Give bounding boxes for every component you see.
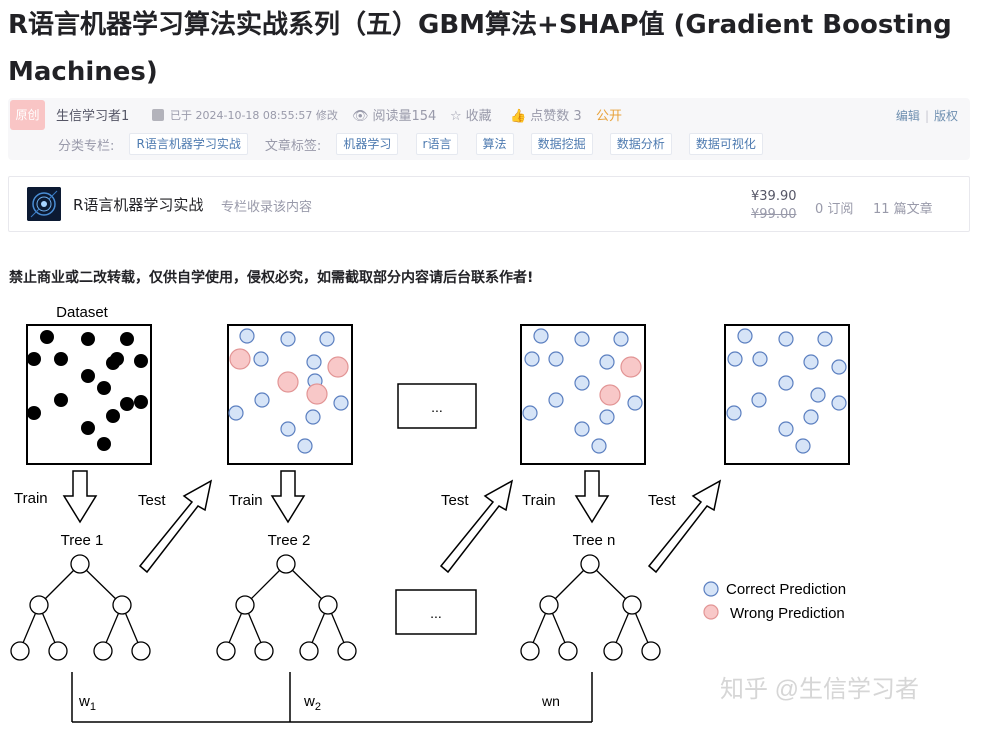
article-tag[interactable]: 机器学习 [336,133,399,155]
clock-icon [152,109,164,121]
article-tag[interactable]: 数据分析 [609,133,672,155]
column-name[interactable]: R语言机器学习实战 [73,196,204,214]
like-button[interactable]: 👍点赞数 3 [510,105,582,124]
star-icon: ☆ [450,109,462,124]
copyright-notice: 禁止商业或二改转载，仅供自学使用，侵权必究，如需截取部分内容请后台联系作者! [9,270,534,286]
tree-n [520,554,661,661]
prediction-points-3 [726,328,847,454]
column-subtitle: 专栏收录该内容 [221,200,313,215]
prediction-box-3 [724,324,850,465]
category-tags-row: 分类专栏: R语言机器学习实战 文章标签: 机器学习 r语言 算法 数据挖掘 数… [58,133,775,155]
article-title: R语言机器学习算法实战系列（五）GBM算法+SHAP值 (Gradient Bo… [8,10,952,87]
weight-2-symbol: w [303,693,315,710]
author-link[interactable]: 生信学习者1 [56,109,130,124]
test-label-1: Test [138,492,166,509]
column-tag[interactable]: R语言机器学习实战 [129,133,248,155]
column-label: 分类专栏: [58,138,115,154]
weight-n: wn [541,693,560,709]
article-tag[interactable]: 数据挖掘 [530,133,593,155]
legend-wrong-marker [703,604,719,620]
weight-2-subscript: 2 [315,701,321,713]
test-arrows [138,479,722,574]
watermark: 知乎 @生信学习者 [720,676,919,703]
ellipsis-box-bottom [395,589,477,635]
weight-2: w2 [303,693,321,713]
prediction-box-1 [227,324,353,465]
weight-1-subscript: 1 [90,701,96,713]
like-count: 点赞数 3 [530,109,582,124]
copyright-link[interactable]: 版权 [933,109,958,123]
tree-label-n: Tree n [573,532,616,549]
train-label-2: Train [229,492,263,509]
ellipsis-box-top [397,383,477,429]
article-meta-bar: 原创 生信学习者1 已于 2024-10-18 08:55:57 修改 👁阅读量… [8,98,970,160]
tree-label-2: Tree 2 [268,532,311,549]
edit-link[interactable]: 编辑 [895,109,920,123]
weight-1: w1 [78,693,96,713]
legend-correct-marker [703,581,719,597]
article-count: 11 篇文章 [873,202,933,217]
column-price: ¥39.90 ¥99.00 [751,188,797,224]
column-card[interactable]: R语言机器学习实战 专栏收录该内容 ¥39.90 ¥99.00 0 订阅 11 … [8,176,970,232]
separator: | [924,109,929,123]
subscriber-count: 0 订阅 [815,202,854,217]
gbm-diagram: Dataset ... [10,304,919,723]
legend-wrong-label: Wrong Prediction [730,605,845,622]
dataset-box [26,324,152,465]
tree-label-1: Tree 1 [61,532,104,549]
eye-icon: 👁 [352,109,369,124]
tree-1 [10,554,151,661]
dataset-label: Dataset [56,304,109,321]
train-label-3: Train [522,492,556,509]
legend-correct-label: Correct Prediction [726,581,846,598]
original-price: ¥99.00 [751,207,797,222]
ellipsis-text-bottom: ... [430,605,442,621]
current-price: ¥39.90 [751,189,797,204]
prediction-points-2 [522,328,643,454]
weights-bracket [71,672,593,723]
wrong-points-2 [599,356,642,406]
prediction-points-1 [228,328,349,454]
test-label-2: Test [441,492,469,509]
train-arrows [62,470,610,524]
article-tag[interactable]: 算法 [475,133,514,155]
original-badge: 原创 [10,100,45,130]
read-count-text: 阅读量154 [372,109,437,124]
train-label-1: Train [14,490,48,507]
dataset-points [27,330,148,451]
tree-2 [216,554,357,661]
favorite-label: 收藏 [465,109,492,124]
tags-label: 文章标签: [264,138,322,154]
read-count: 👁阅读量154 [352,105,436,124]
weight-1-symbol: w [78,693,90,710]
thumbs-up-icon: 👍 [510,109,527,124]
ellipsis-text-top: ... [431,399,443,415]
edit-time: 已于 2024-10-18 08:55:57 修改 [152,107,338,123]
column-cover-image[interactable] [27,187,61,221]
prediction-box-2 [520,324,646,465]
favorite-button[interactable]: ☆收藏 [450,105,492,124]
article-tag[interactable]: r语言 [415,133,459,155]
wrong-points-1 [229,348,349,405]
test-label-3: Test [648,492,676,509]
visibility-status: 公开 [596,109,623,124]
meta-actions: 编辑 | 版权 [896,107,958,124]
article-tag[interactable]: 数据可视化 [688,133,763,155]
edit-time-text: 已于 2024-10-18 08:55:57 修改 [170,109,338,122]
